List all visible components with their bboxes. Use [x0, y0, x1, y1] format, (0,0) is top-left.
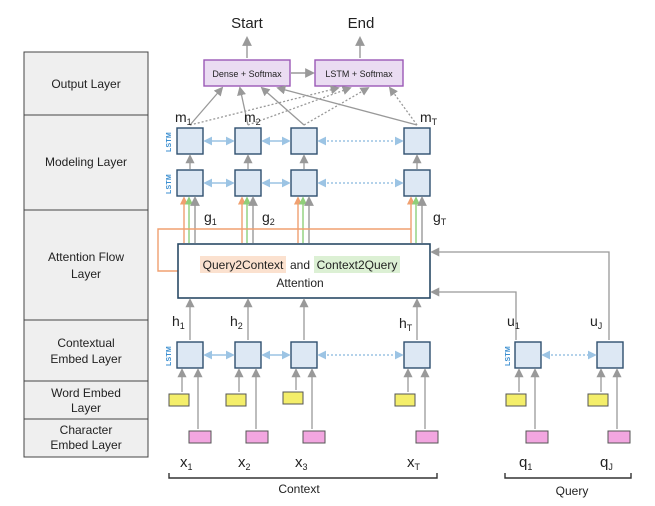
m2-label: m2 [244, 109, 261, 127]
embedding-arrows [177, 368, 622, 429]
char-embeddings [188, 430, 631, 444]
output-layer-label: Output Layer [51, 77, 120, 91]
word-embeddings [168, 391, 609, 407]
context-label: Context [278, 482, 320, 496]
x3-label: x3 [295, 454, 308, 472]
q1-label: q1 [519, 454, 532, 472]
lstm-tag-modeling-2: LSTM [166, 174, 173, 194]
h2-label: h2 [230, 313, 243, 331]
char-layer-label-1: Character [60, 423, 113, 437]
c2q-label: Context2Query [317, 258, 398, 272]
modeling-lstm-top-row: LSTM [166, 127, 431, 155]
word-layer-label-2: Layer [71, 401, 101, 415]
qJ-label: qJ [600, 454, 613, 472]
uJ-label: uJ [590, 313, 602, 331]
lstm-softmax-label: LSTM + Softmax [325, 69, 393, 79]
start-label: Start [231, 15, 264, 32]
query-label: Query [556, 484, 589, 498]
x2-label: x2 [238, 454, 251, 472]
g-vector-arrows [157, 196, 427, 272]
xT-label: xT [407, 454, 421, 472]
attention-box: Query2Context and Context2Query Attentio… [177, 243, 431, 299]
g1-label: g1 [204, 209, 217, 227]
modeling-lstm-bottom-row: LSTM [166, 154, 431, 197]
mT-label: mT [420, 109, 438, 127]
attention-word: Attention [276, 276, 323, 290]
dense-softmax-box: Dense + Softmax [203, 59, 291, 87]
q2c-label: Query2Context [203, 258, 284, 272]
x1-label: x1 [180, 454, 193, 472]
contextual-layer-label-1: Contextual [57, 336, 114, 350]
query-brace [504, 473, 632, 479]
modeling-layer-label: Modeling Layer [45, 155, 127, 169]
m1-label: m1 [175, 109, 192, 127]
contextual-lstm-context-row: LSTM [166, 341, 431, 369]
contextual-layer-label-2: Embed Layer [50, 352, 121, 366]
lstm-tag-modeling-1: LSTM [166, 132, 173, 152]
modeling-to-output-arrows [189, 85, 418, 126]
end-label: End [348, 15, 375, 32]
g2-label: g2 [262, 209, 275, 227]
lstm-tag-contextual-query: LSTM [505, 346, 512, 366]
query-to-attention-arrows [430, 247, 610, 340]
contextual-lstm-query-row: LSTM [505, 341, 624, 369]
h1-label: h1 [172, 313, 185, 331]
context-to-attention-arrows [185, 298, 422, 340]
word-layer-label-1: Word Embed [51, 386, 121, 400]
and-label: and [290, 258, 310, 272]
dense-softmax-label: Dense + Softmax [212, 69, 282, 79]
u1-label: u1 [507, 313, 520, 331]
layer-panel: Output Layer Modeling Layer Attention Fl… [23, 51, 149, 458]
char-layer-label-2: Embed Layer [50, 438, 121, 452]
lstm-tag-contextual-context: LSTM [166, 346, 173, 366]
gT-label: gT [433, 209, 447, 227]
hT-label: hT [399, 315, 413, 333]
context-brace [168, 473, 438, 479]
attention-layer-label-1: Attention Flow [48, 250, 124, 264]
lstm-softmax-box: LSTM + Softmax [314, 59, 404, 87]
attention-layer-label-2: Layer [71, 267, 101, 281]
